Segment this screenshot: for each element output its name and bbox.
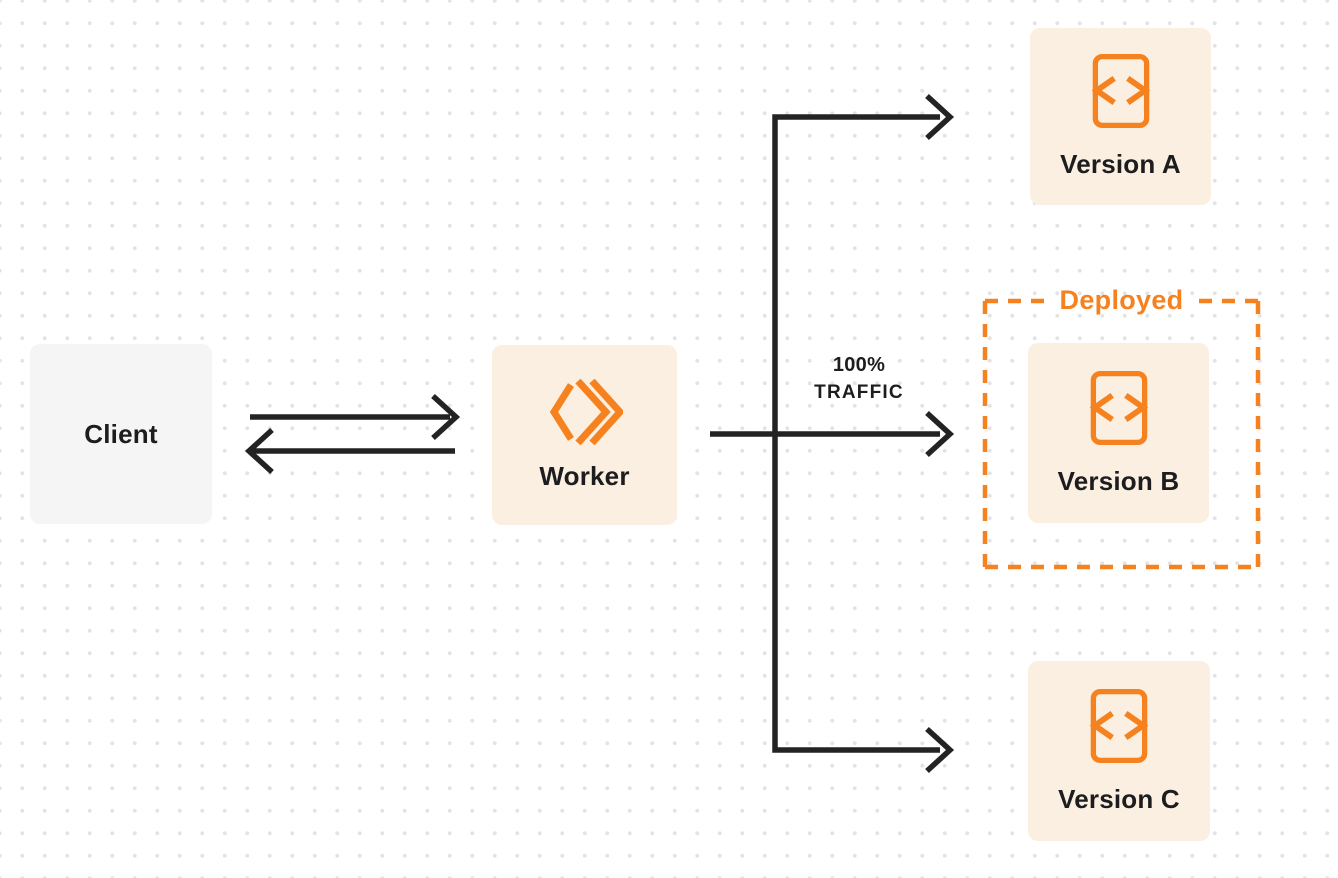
traffic-word: TRAFFIC bbox=[814, 382, 904, 403]
code-file-icon bbox=[1091, 53, 1150, 129]
arrowhead-version-c bbox=[925, 726, 955, 774]
version-a-label: Version A bbox=[1060, 149, 1181, 179]
client-node: Client bbox=[30, 344, 212, 524]
deployed-group-label: Deployed bbox=[1059, 285, 1184, 315]
client-label: Client bbox=[84, 418, 158, 449]
code-file-icon bbox=[1089, 370, 1148, 445]
version-b-node: Version B bbox=[1028, 343, 1209, 523]
code-file-icon bbox=[1089, 688, 1149, 763]
arrowhead-version-a bbox=[925, 93, 955, 141]
worker-node: Worker bbox=[492, 345, 677, 525]
version-b-label: Version B bbox=[1057, 465, 1180, 496]
traffic-annotation: 100% TRAFFIC bbox=[778, 352, 940, 408]
worker-label: Worker bbox=[539, 460, 630, 491]
version-a-node: Version A bbox=[1030, 28, 1211, 205]
arrowhead-version-b bbox=[925, 410, 955, 458]
arrowhead-client-to-worker bbox=[431, 393, 461, 441]
version-c-node: Version C bbox=[1028, 661, 1210, 841]
cloudflare-workers-logo-icon bbox=[549, 378, 623, 445]
version-c-label: Version C bbox=[1058, 783, 1180, 814]
arrow-branch-to-version-c bbox=[772, 434, 940, 753]
traffic-percent: 100% bbox=[832, 354, 886, 376]
arrowhead-worker-to-client bbox=[244, 427, 274, 475]
